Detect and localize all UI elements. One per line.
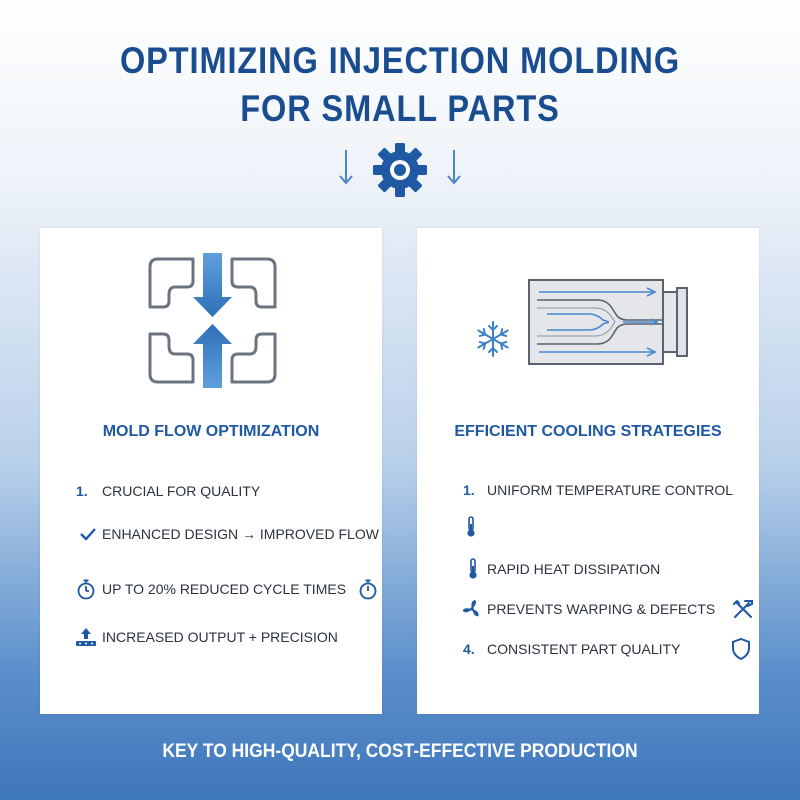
fan-icon — [457, 599, 487, 619]
thermometer-icon — [459, 558, 487, 580]
list-item: PREVENTS WARPING & DEFECTS — [457, 598, 755, 620]
arrow-down-icon — [447, 150, 461, 185]
list-item: 4. CONSISTENT PART QUALITY — [463, 638, 751, 660]
mold-flow-card: MOLD FLOW OPTIMIZATION 1. CRUCIAL FOR QU… — [40, 228, 382, 714]
cooling-title: EFFICIENT COOLING STRATEGIES — [454, 423, 722, 440]
shield-icon — [732, 638, 751, 660]
item-text: CRUCIAL FOR QUALITY — [102, 483, 261, 499]
mold-flow-title: MOLD FLOW OPTIMIZATION — [102, 423, 320, 440]
title-line-2: FOR SMALL PARTS — [240, 88, 560, 129]
list-item: ENHANCED DESIGN → IMPROVED FLOW — [73, 526, 379, 542]
checkmark-icon — [73, 527, 102, 541]
cooling-card: EFFICIENT COOLING STRATEGIES 1. UNIFORM … — [417, 228, 759, 714]
item-number: 1. — [76, 483, 88, 499]
footer-tagline: KEY TO HIGH-QUALITY, COST-EFFECTIVE PROD… — [162, 741, 638, 762]
item-text: RAPID HEAT DISSIPATION — [487, 561, 661, 577]
item-text: ENHANCED DESIGN → IMPROVED FLOW — [102, 526, 379, 542]
mold-flow-icon — [148, 253, 277, 388]
output-increase-icon — [70, 626, 102, 648]
item-number: 1. — [463, 482, 475, 498]
list-item: 1. CRUCIAL FOR QUALITY — [76, 483, 260, 499]
list-item — [459, 516, 483, 538]
gear-icon — [373, 143, 427, 197]
thermometer-icon — [459, 516, 483, 538]
arrow-down-icon — [339, 150, 353, 185]
list-item: UP TO 20% REDUCED CYCLE TIMES — [70, 578, 378, 600]
list-item: 1. UNIFORM TEMPERATURE CONTROL — [463, 482, 733, 498]
item-text: UNIFORM TEMPERATURE CONTROL — [487, 482, 734, 498]
title-line-1: OPTIMIZING INJECTION MOLDING — [119, 40, 681, 81]
item-text: INCREASED OUTPUT + PRECISION — [102, 629, 338, 645]
stopwatch-icon — [70, 578, 102, 600]
header-icons — [339, 143, 461, 197]
cooling-channel-mold-icon — [528, 279, 688, 365]
snowflake-icon — [477, 321, 509, 357]
item-number: 4. — [463, 641, 475, 657]
list-item: RAPID HEAT DISSIPATION — [459, 558, 660, 580]
item-text: UP TO 20% REDUCED CYCLE TIMES — [102, 581, 347, 597]
item-text: CONSISTENT PART QUALITY — [487, 641, 681, 657]
tools-icon — [731, 598, 755, 620]
list-item: INCREASED OUTPUT + PRECISION — [70, 626, 338, 648]
item-text: PREVENTS WARPING & DEFECTS — [487, 601, 716, 617]
stopwatch-icon — [358, 578, 378, 600]
